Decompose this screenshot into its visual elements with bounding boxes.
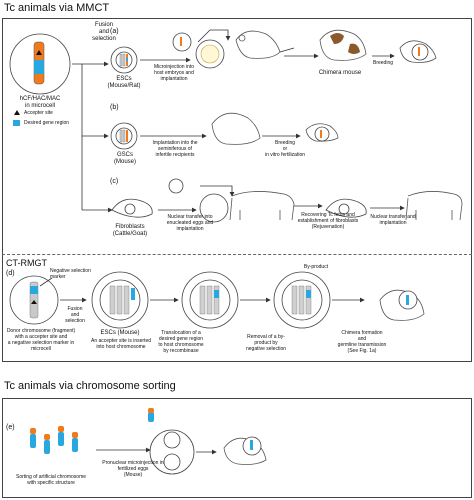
sorting-panel bbox=[2, 398, 472, 498]
row-e-graphics bbox=[30, 408, 267, 475]
row-b-graphics bbox=[110, 112, 339, 150]
row-d-cell-label: ESCs (Mouse) bbox=[100, 330, 140, 336]
row-c-step2-label: Recovering Tc fetus and establishment of… bbox=[297, 212, 359, 230]
row-d-fusion-label: Fusion and selection bbox=[65, 306, 85, 324]
row-d-donor-label: Donor chromosome (fragment) with a accep… bbox=[6, 328, 76, 352]
row-a-breeding-label: Breeding bbox=[372, 60, 393, 66]
row-a-graphics bbox=[110, 29, 437, 74]
row-d-cell-note: An accepter site is inserted into host c… bbox=[90, 338, 152, 350]
row-c-step1-label: Nuclear transfer into enucleated eggs an… bbox=[166, 214, 214, 232]
fusion-selection-label: Fusion and selection bbox=[92, 22, 116, 42]
row-a-cell-label: ESCs (Mouse/Rat) bbox=[107, 76, 141, 89]
row-c-cell-label: Fibroblasts (Cattle/Goat) bbox=[112, 224, 148, 237]
row-e-injection-label: Pronuclear microinjection in fertilized … bbox=[102, 460, 164, 478]
legend bbox=[13, 110, 20, 126]
row-b-tag: (b) bbox=[110, 104, 119, 111]
row-d-translocation-label: Translocation of a desired gene region t… bbox=[158, 330, 204, 354]
row-d-byproduct-label: By-product bbox=[303, 264, 329, 270]
gene-region-legend-icon bbox=[13, 120, 20, 126]
row-c-tag: (c) bbox=[110, 178, 119, 185]
row-b-step2-label: Breeding or in vitro fertilization bbox=[264, 140, 305, 158]
mmct-panel bbox=[2, 18, 472, 362]
row-a-chimera-label: Chimera mouse bbox=[318, 70, 362, 76]
row-d-chimera-label: Chimera formation and germline transmiss… bbox=[337, 330, 387, 354]
microcell bbox=[9, 33, 71, 95]
row-b-step1-label: Implantation into the seminiferous of in… bbox=[152, 140, 198, 158]
ctrmgt-title: CT-RMGT bbox=[6, 258, 47, 268]
acceptor-site-legend-icon bbox=[14, 110, 20, 115]
sorting-section-title: Tc animals via chromosome sorting bbox=[4, 380, 176, 392]
legend-acceptor-label: Accepter site bbox=[24, 110, 53, 116]
row-e-sorting-label: Sorting of artificial chromosome with sp… bbox=[15, 474, 87, 486]
row-e-tag: (e) bbox=[6, 424, 15, 431]
legend-gene-label: Desired gene region bbox=[24, 120, 70, 126]
row-d-neg-marker-label: Negative selection marker bbox=[50, 268, 91, 280]
ctrmgt-divider bbox=[2, 254, 472, 255]
row-b-cell-label: GSCs (Mouse) bbox=[113, 152, 136, 165]
row-a-step1-label: Microinjection into host embryos and imp… bbox=[153, 64, 195, 82]
row-d-graphics bbox=[9, 271, 425, 329]
mmct-section-title: Tc animals via MMCT bbox=[4, 2, 110, 14]
row-c-graphics bbox=[111, 178, 463, 223]
row-a-tag: (a) bbox=[110, 28, 119, 35]
row-c-step3-label: Nuclear transfer and implantation bbox=[370, 214, 416, 226]
microcell-label: hCF/HAC/MAC in microcell bbox=[19, 96, 61, 109]
row-d-tag: (d) bbox=[6, 270, 15, 277]
row-d-removal-label: Removal of a by- product by negative sel… bbox=[245, 334, 287, 352]
